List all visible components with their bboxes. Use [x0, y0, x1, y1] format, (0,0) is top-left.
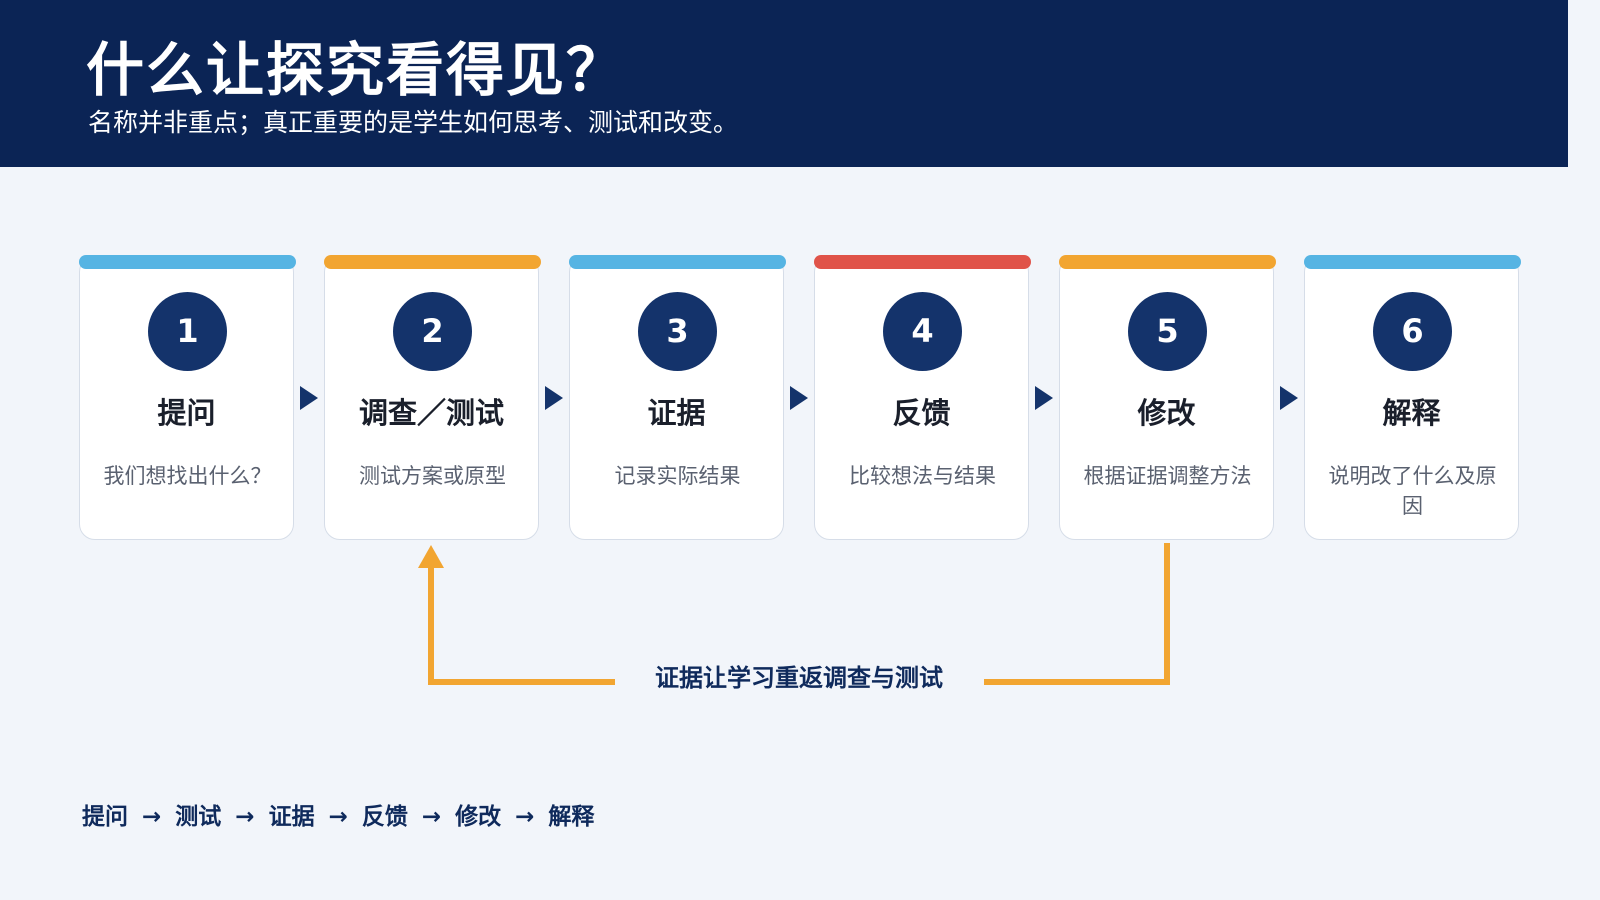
step-2-description: 测试方案或原型: [359, 464, 506, 488]
flow-item: 证据: [268, 804, 315, 830]
flow-separator: →: [515, 804, 535, 830]
step-4-color-bar: [814, 255, 1031, 269]
step-card-2: 2 调查／测试 测试方案或原型: [324, 255, 541, 540]
flow-item: 测试: [175, 804, 222, 830]
step-3-label: 证据: [647, 396, 706, 430]
step-1-number-badge: 1: [148, 292, 227, 371]
step-card-3: 3 证据 记录实际结果: [569, 255, 786, 540]
flow-separator: →: [142, 804, 162, 830]
step-6-label: 解释: [1382, 396, 1441, 430]
loop-line-right: [984, 543, 1170, 685]
flow-item: 解释: [548, 804, 595, 830]
step-1-label: 提问: [157, 396, 216, 430]
step-4-description: 比较想法与结果: [849, 464, 996, 488]
step-card-4: 4 反馈 比较想法与结果: [814, 255, 1031, 540]
step-3-description: 记录实际结果: [614, 464, 741, 488]
flow-arrow-icon: [790, 386, 808, 410]
loop-line-left: [428, 566, 615, 685]
step-card-1: 1 提问 我们想找出什么？: [79, 255, 296, 540]
step-2-color-bar: [324, 255, 541, 269]
step-6-description: 说明改了什么及原因: [1328, 464, 1497, 518]
step-6-color-bar: [1304, 255, 1521, 269]
flow-separator: →: [235, 804, 255, 830]
step-5-color-bar: [1059, 255, 1276, 269]
feedback-loop-connector: [418, 543, 1170, 685]
flow-arrow-icon: [300, 386, 318, 410]
step-2-label: 调查／测试: [358, 396, 504, 430]
step-3-number-badge: 3: [638, 292, 717, 371]
loop-label: 证据让学习重返调查与测试: [655, 664, 943, 692]
step-2-number-badge: 2: [393, 292, 472, 371]
flow-arrow-icon: [545, 386, 563, 410]
flow-item: 修改: [455, 804, 502, 830]
step-4-label: 反馈: [892, 396, 951, 430]
step-5-description: 根据证据调整方法: [1083, 464, 1252, 488]
step-5-number-badge: 5: [1128, 292, 1207, 371]
flow-separator: →: [421, 804, 442, 830]
step-card-5: 5 修改 根据证据调整方法: [1059, 255, 1276, 540]
flow-arrow-icon: [1280, 386, 1298, 410]
header-banner: 什么让探究看得见？ 名称并非重点；真正重要的是学生如何思考、测试和改变。: [0, 0, 1568, 167]
page-subtitle: 名称并非重点；真正重要的是学生如何思考、测试和改变。: [88, 108, 739, 137]
flow-separator: →: [328, 804, 348, 830]
step-6-number-badge: 6: [1373, 292, 1452, 371]
loop-arrowhead-icon: [418, 545, 444, 568]
bottom-flow-summary: 提问 → 测试 → 证据 → 反馈 → 修改 → 解释: [82, 799, 594, 835]
step-5-label: 修改: [1137, 396, 1196, 430]
page-title: 什么让探究看得见？: [86, 36, 627, 104]
flow-item: 提问: [82, 804, 128, 830]
flow-arrow-icon: [1035, 386, 1053, 410]
step-1-color-bar: [79, 255, 296, 269]
step-1-description: 我们想找出什么？: [103, 464, 272, 488]
step-4-number-badge: 4: [883, 292, 962, 371]
step-card-6: 6 解释 说明改了什么及原因: [1304, 255, 1521, 540]
step-3-color-bar: [569, 255, 786, 269]
flow-item: 反馈: [361, 804, 408, 830]
